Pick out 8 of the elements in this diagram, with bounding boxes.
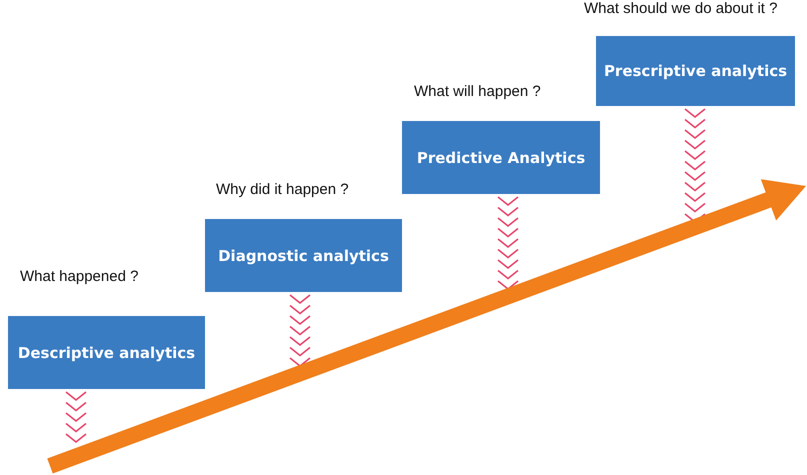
box-label: Predictive Analytics [416,148,586,166]
box-label: Descriptive analytics [18,344,196,362]
question-label: What will happen ? [414,83,541,100]
question-label: What happened ? [20,268,138,285]
question-label: Why did it happen ? [216,181,349,198]
box-label: Prescriptive analytics [604,62,788,80]
box-label: Diagnostic analytics [218,246,389,264]
question-label: What should we do about it ? [584,0,778,17]
